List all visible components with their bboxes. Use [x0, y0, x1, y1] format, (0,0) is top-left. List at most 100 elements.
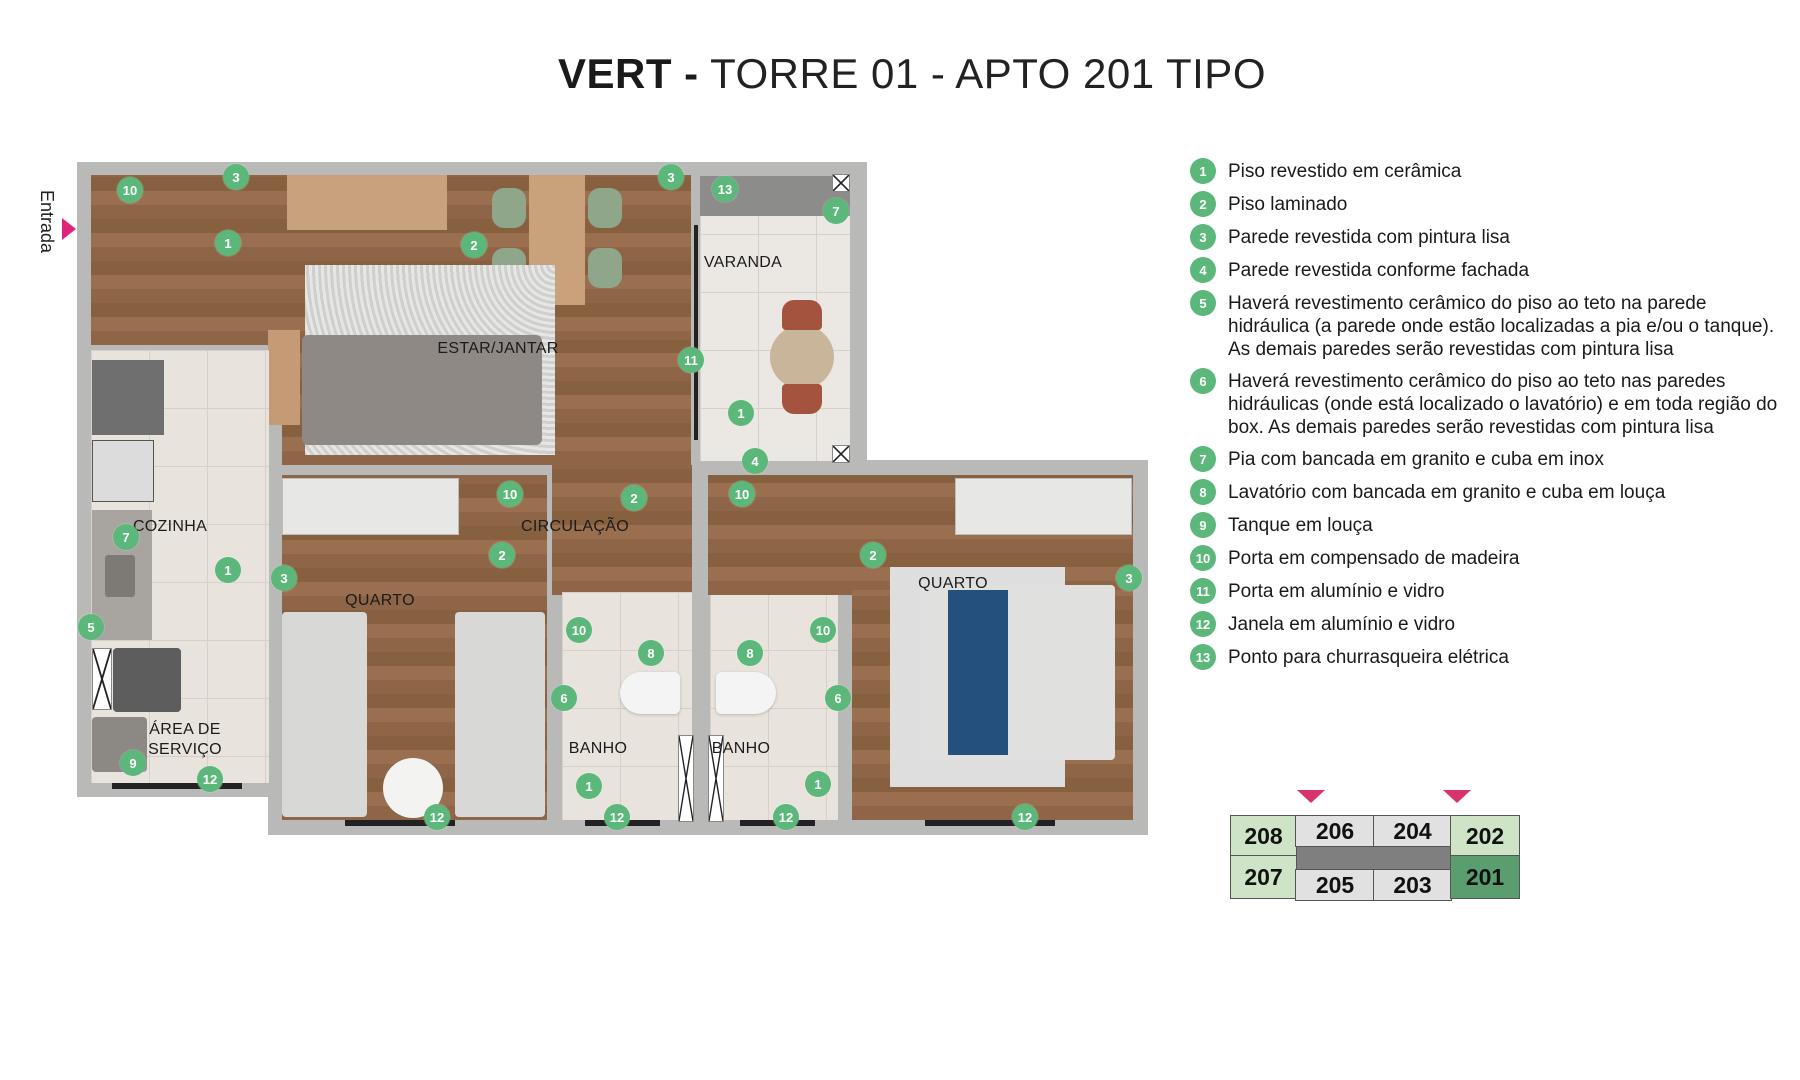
plan-badge-3: 3	[271, 565, 297, 591]
unit-202[interactable]: 202	[1450, 815, 1520, 857]
unit-201-highlighted[interactable]: 201	[1450, 855, 1520, 899]
wardrobe	[282, 478, 459, 535]
plan-badge-2: 2	[489, 542, 515, 568]
plan-badge-10: 10	[729, 481, 755, 507]
key-plan: 208 206 204 202 207 205 203 201	[1230, 790, 1540, 920]
plan-badge-7: 7	[113, 524, 139, 550]
plan-badge-13: 13	[712, 176, 738, 202]
tv-console	[287, 175, 447, 230]
unit-203[interactable]: 203	[1373, 869, 1452, 901]
plan-badge-10: 10	[497, 481, 523, 507]
balcony-chair	[782, 300, 822, 330]
plan-badge-12: 12	[604, 804, 630, 830]
unit-204[interactable]: 204	[1373, 815, 1452, 847]
legend-text: Parede revestida com pintura lisa	[1228, 227, 1510, 248]
position-arrow-icon	[1443, 790, 1471, 803]
legend-number-badge: 2	[1190, 191, 1216, 217]
toilet	[716, 672, 776, 714]
plan-badge-1: 1	[805, 771, 831, 797]
plan-badge-10: 10	[566, 617, 592, 643]
plan-badge-8: 8	[737, 640, 763, 666]
legend-number-badge: 12	[1190, 611, 1216, 637]
plan-badge-3: 3	[1116, 565, 1142, 591]
legend-number-badge: 6	[1190, 368, 1216, 394]
plan-badge-6: 6	[825, 685, 851, 711]
dining-chair	[588, 248, 622, 288]
balcony-chair	[782, 384, 822, 414]
page-title: VERT - TORRE 01 - APTO 201 TIPO	[0, 50, 1800, 98]
legend-number-badge: 9	[1190, 512, 1216, 538]
legend-text: Tanque em louça	[1228, 515, 1373, 536]
floor-circulation	[552, 465, 692, 595]
unit-205[interactable]: 205	[1295, 869, 1375, 901]
legend-list: 1 Piso revestido em cerâmica 2 Piso laminad…	[1190, 158, 1780, 670]
plan-badge-12: 12	[197, 766, 223, 792]
legend-number-badge: 13	[1190, 644, 1216, 670]
room-label-quarto-1: QUARTO	[345, 592, 415, 609]
legend-number-badge: 7	[1190, 446, 1216, 472]
plan-badge-1: 1	[728, 400, 754, 426]
plan-badge-12: 12	[424, 804, 450, 830]
plan-badge-7: 7	[823, 198, 849, 224]
plan-badge-12: 12	[773, 804, 799, 830]
legend-item: 7 Pia com bancada em granito e cuba em in…	[1190, 446, 1780, 472]
plan-badge-9: 9	[120, 750, 146, 776]
plan-badge-4: 4	[742, 448, 768, 474]
title-subtitle: TORRE 01 - APTO 201 TIPO	[710, 50, 1266, 97]
plan-badge-8: 8	[638, 640, 664, 666]
unit-208[interactable]: 208	[1230, 815, 1297, 857]
legend-item: 13 Ponto para churrasqueira elétrica	[1190, 644, 1780, 670]
legend-item: 2 Piso laminado	[1190, 191, 1780, 217]
legend-text: Pia com bancada em granito e cuba em ino…	[1228, 449, 1604, 470]
balcony-table	[770, 325, 834, 389]
plan-badge-1: 1	[576, 773, 602, 799]
plan-badge-2: 2	[461, 232, 487, 258]
room-label-area-servico-1: ÁREA DE	[149, 721, 221, 738]
floor-plan: ESTAR/JANTAR VARANDA COZINHA ÁREA DE SER…	[77, 162, 1148, 835]
room-label-area-servico-2: SERVIÇO	[148, 741, 222, 758]
room-label-banho-1: BANHO	[568, 740, 628, 757]
shaft-icon	[708, 735, 724, 822]
side-shelf	[268, 330, 300, 425]
legend-item: 9 Tanque em louça	[1190, 512, 1780, 538]
kitchen-sink	[105, 555, 135, 597]
dining-chair	[492, 188, 526, 228]
legend-number-badge: 5	[1190, 290, 1216, 316]
plan-badge-3: 3	[223, 164, 249, 190]
plan-badge-2: 2	[860, 542, 886, 568]
unit-207[interactable]: 207	[1230, 855, 1297, 899]
room-label-banho-2: BANHO	[711, 740, 771, 757]
window	[925, 820, 1055, 826]
plan-badge-6: 6	[551, 685, 577, 711]
legend-number-badge: 4	[1190, 257, 1216, 283]
legend-number-badge: 1	[1190, 158, 1216, 184]
legend-text: Ponto para churrasqueira elétrica	[1228, 647, 1509, 668]
plan-badge-3: 3	[658, 164, 684, 190]
legend-number-badge: 10	[1190, 545, 1216, 571]
legend-text: Lavatório com bancada em granito e cuba …	[1228, 482, 1666, 503]
room-label-varanda: VARANDA	[703, 254, 783, 271]
washing-machine	[113, 648, 181, 712]
unit-206[interactable]: 206	[1295, 815, 1375, 847]
legend-number-badge: 11	[1190, 578, 1216, 604]
wardrobe	[955, 478, 1132, 535]
legend-number-badge: 3	[1190, 224, 1216, 250]
legend-text: Haverá revestimento cerâmico do piso ao …	[1228, 293, 1775, 360]
room-label-estar-jantar: ESTAR/JANTAR	[437, 340, 559, 357]
shaft-icon	[678, 735, 694, 822]
single-bed	[282, 612, 367, 817]
legend-text: Piso revestido em cerâmica	[1228, 161, 1462, 182]
sofa	[302, 335, 542, 445]
dining-chair	[588, 188, 622, 228]
key-plan-corridor	[1295, 845, 1450, 871]
refrigerator	[92, 360, 164, 435]
entrance-label: Entrada	[37, 190, 57, 254]
legend-text: Piso laminado	[1228, 194, 1348, 215]
single-bed	[455, 612, 545, 817]
window	[345, 820, 455, 826]
shaft-icon	[832, 445, 850, 463]
